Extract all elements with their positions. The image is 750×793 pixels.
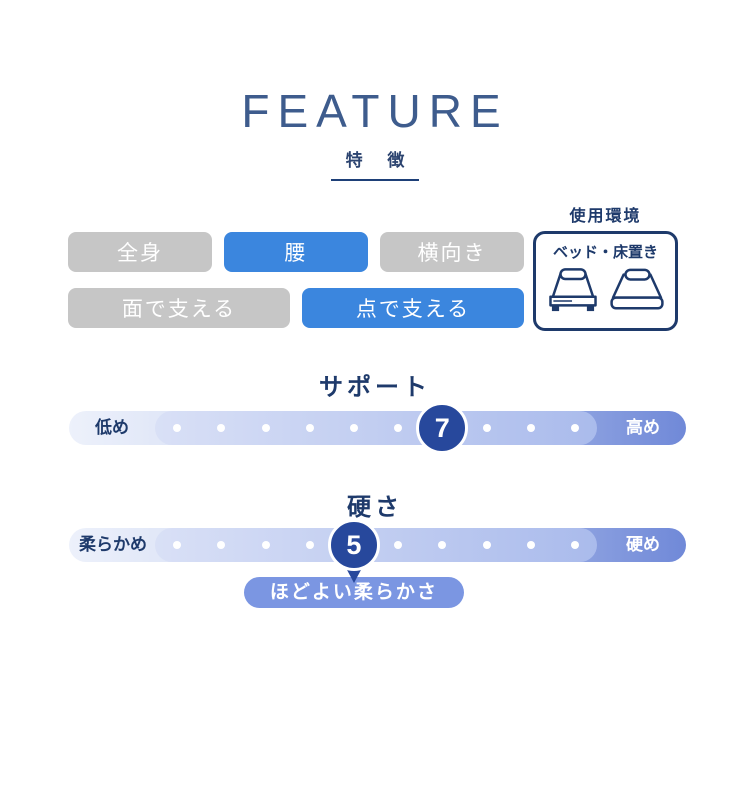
tag-button[interactable]: 点で支える bbox=[302, 288, 524, 328]
support-scale-track bbox=[155, 411, 597, 445]
bed-icon bbox=[544, 267, 602, 313]
scale-marker-value: 5 bbox=[327, 519, 380, 571]
usage-environment: 使用環境 ベッド・床置き bbox=[533, 202, 678, 331]
tag-row-2: 面で支える点で支える bbox=[68, 288, 524, 328]
hardness-badge: ほどよい柔らかさ bbox=[243, 577, 464, 608]
scale-dot bbox=[305, 424, 314, 432]
hardness-hard-label: 硬め bbox=[626, 535, 660, 554]
scale-dot bbox=[217, 541, 226, 549]
title-underline bbox=[331, 179, 419, 181]
support-scale-bar: 低め 高め 7 bbox=[69, 402, 686, 454]
tag-button[interactable]: 腰 bbox=[224, 232, 368, 272]
support-high-label: 高め bbox=[626, 418, 660, 437]
scale-dot bbox=[349, 424, 358, 432]
scale-dot bbox=[482, 424, 491, 432]
scale-dot bbox=[173, 424, 182, 432]
marker-pointer bbox=[345, 568, 362, 583]
tag-button[interactable]: 横向き bbox=[380, 232, 524, 272]
usage-environment-label: 使用環境 bbox=[569, 208, 642, 225]
support-low-label: 低め bbox=[95, 418, 129, 437]
tag-row-1: 全身腰横向き bbox=[68, 232, 524, 272]
scale-dot bbox=[438, 541, 447, 549]
hardness-soft-label: 柔らかめ bbox=[79, 535, 147, 554]
scale-marker-value: 7 bbox=[416, 402, 469, 454]
floor-mattress-icon bbox=[607, 267, 667, 313]
scale-dot bbox=[526, 424, 535, 432]
page-title: FEATURE bbox=[241, 85, 509, 137]
scale-dot bbox=[482, 541, 491, 549]
scale-dot bbox=[570, 424, 579, 432]
feature-tags: 全身腰横向き 面で支える点で支える bbox=[68, 232, 524, 344]
scale-dot bbox=[570, 541, 579, 549]
scale-dot bbox=[305, 541, 314, 549]
hardness-scale-bar: 柔らかめ 硬め 5 ほどよい柔らかさ bbox=[69, 519, 686, 608]
tag-button[interactable]: 全身 bbox=[68, 232, 212, 272]
tag-button[interactable]: 面で支える bbox=[68, 288, 290, 328]
usage-environment-value: ベッド・床置き bbox=[552, 244, 658, 261]
scale-dot bbox=[526, 541, 535, 549]
page-subtitle: 特 徴 bbox=[345, 151, 415, 170]
scale-dot bbox=[394, 541, 403, 549]
hardness-scale-title: 硬さ bbox=[347, 494, 403, 521]
support-scale-title: サポート bbox=[319, 374, 431, 401]
scale-dot bbox=[173, 541, 182, 549]
usage-environment-box: ベッド・床置き bbox=[533, 231, 678, 331]
scale-dot bbox=[394, 424, 403, 432]
scale-dot bbox=[261, 541, 270, 549]
usage-icons bbox=[544, 267, 667, 313]
scale-dot bbox=[261, 424, 270, 432]
scale-dot bbox=[217, 424, 226, 432]
